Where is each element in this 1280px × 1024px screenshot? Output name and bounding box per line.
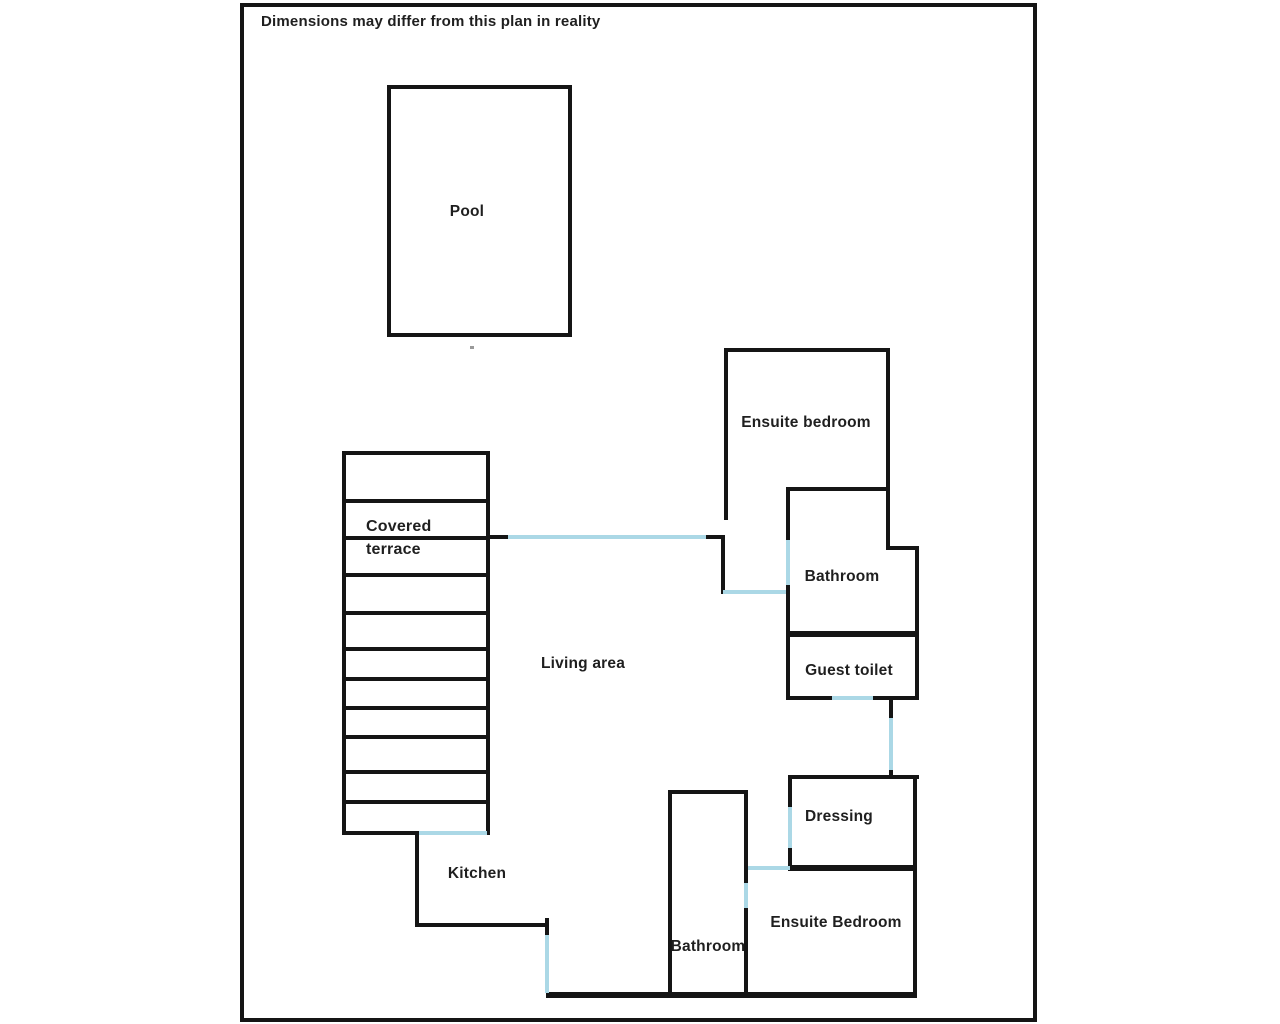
living-area-label: Living area [540, 655, 626, 672]
ensuite-bedroom-bottom-wall-right [913, 865, 917, 997]
terrace-slat-line [346, 611, 486, 615]
terrace-slat-line [346, 735, 486, 739]
ensuite-bedroom-top-wall-left [724, 348, 728, 520]
dressing-label: Dressing [805, 808, 873, 825]
kitchen-wall-stub [545, 918, 549, 935]
bathroom-top-wall-left-lower [786, 585, 790, 636]
bathroom-bottom-wall-top [668, 790, 748, 794]
living-area-wall-stub-left [486, 535, 508, 539]
ensuite-bedroom-bottom-door-opening [744, 866, 790, 870]
pool-label: Pool [449, 203, 485, 220]
corridor-opening [889, 718, 893, 770]
bathroom-bottom-wall-right-lower [744, 908, 748, 997]
ensuite-bedroom-bottom-label: Ensuite Bedroom [770, 914, 902, 931]
guest-toilet-wall-bottom-left [786, 696, 832, 700]
bathroom-top-wall-step [886, 546, 919, 550]
corridor-wall-stub-top [889, 700, 893, 718]
covered-terrace-label-line1: Covered [366, 518, 432, 535]
kitchen-wall-bottom [415, 923, 549, 927]
dressing-wall-left-upper [788, 775, 792, 807]
bathroom-bottom-door-opening [744, 883, 748, 908]
ensuite-bedroom-top-wall-right [886, 348, 890, 550]
terrace-door-opening [419, 831, 487, 835]
guest-toilet-wall-bottom-right [873, 696, 919, 700]
dressing-wall-right [913, 775, 917, 870]
covered-terrace-label: Covered terrace [366, 515, 431, 561]
bathroom-top-wall-left-upper [786, 487, 790, 540]
ensuite-bedroom-top-wall-left-lower [721, 535, 725, 594]
disclaimer-text: Dimensions may differ from this plan in … [261, 13, 601, 30]
bathroom-top-door-opening [786, 540, 790, 585]
terrace-slat-line [346, 677, 486, 681]
covered-terrace-outline [342, 451, 490, 835]
ensuite-bedroom-top-wall-bottom [786, 487, 890, 491]
dressing-door-opening [788, 807, 792, 848]
terrace-slat-line [346, 499, 486, 503]
kitchen-label: Kitchen [447, 865, 507, 882]
plan-border [240, 3, 1037, 1022]
bathroom-bottom-label: Bathroom [670, 938, 746, 955]
terrace-slat-line [346, 573, 486, 577]
guest-toilet-wall-right [915, 637, 919, 700]
kitchen-wall-left [415, 831, 419, 927]
guest-toilet-wall-left [786, 637, 790, 700]
terrace-slat-line [346, 706, 486, 710]
dressing-wall-left-lower [788, 848, 792, 870]
guest-toilet-door-opening [832, 696, 873, 700]
living-area-wall-stub-right [706, 535, 724, 539]
living-area-window-opening [508, 535, 706, 539]
covered-terrace-label-line2: terrace [366, 541, 421, 558]
bathroom-bottom-wall-right-upper [744, 790, 748, 883]
kitchen-window-opening [545, 935, 549, 993]
guest-toilet-label: Guest toilet [805, 662, 893, 679]
dressing-wall-top [788, 775, 919, 779]
ensuite-bedroom-door-opening [723, 590, 788, 594]
dressing-wall-bottom [788, 865, 917, 871]
ensuite-bedroom-top-label: Ensuite bedroom [741, 414, 871, 431]
terrace-slat-line [346, 770, 486, 774]
corridor-wall-stub-bottom [889, 770, 893, 777]
bathroom-top-label: Bathroom [804, 568, 880, 585]
ensuite-bedroom-top-wall-top [724, 348, 890, 352]
terrace-slat-line [346, 536, 486, 540]
pool-mark [470, 346, 474, 349]
terrace-slat-line [346, 647, 486, 651]
bathroom-guest-toilet-divider-wall [786, 631, 919, 637]
terrace-slat-line [346, 800, 486, 804]
bathroom-top-wall-right [915, 546, 919, 636]
bathroom-bottom-wall-left [668, 790, 672, 997]
pool-outline [387, 85, 572, 337]
south-wall-bottom [546, 992, 917, 998]
